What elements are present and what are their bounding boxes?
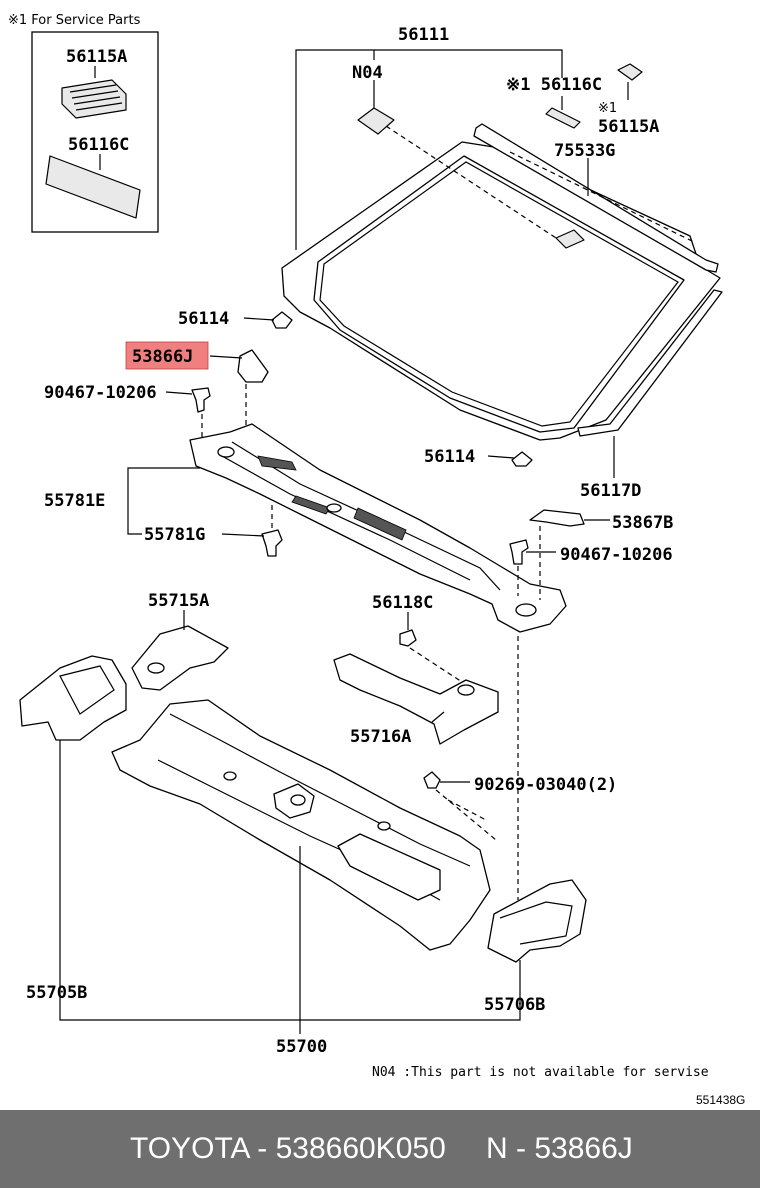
- reinforcement-55716A: [333, 653, 499, 745]
- bracket-55706B: [487, 879, 587, 963]
- clip-56114-lower: [511, 451, 533, 467]
- dash-panel-55700: [111, 699, 491, 951]
- availability-note: N04 :This part is not available for serv…: [372, 1065, 709, 1080]
- footer-bar: TOYOTA - 538660K050 N - 53866J: [0, 1110, 760, 1188]
- label-56115A: 56115A: [598, 117, 659, 137]
- label-56116C: ※1 56116C: [506, 75, 602, 95]
- label-55705B: 55705B: [26, 983, 87, 1003]
- label-56115A-mark: ※1: [598, 101, 617, 116]
- bracket-53866J: [237, 349, 269, 383]
- nut-56118C: [399, 629, 417, 647]
- label-75533G: 75533G: [554, 141, 615, 161]
- diagram-code: 551438G: [696, 1093, 745, 1107]
- inset-label-56116C: 56116C: [68, 135, 129, 155]
- bracket-55715A: [131, 625, 229, 691]
- label-55706B: 55706B: [484, 995, 545, 1015]
- label-55781G: 55781G: [144, 525, 205, 545]
- label-N04: N04: [352, 63, 383, 83]
- highlight-53866J: [125, 341, 209, 370]
- part-53867B: [529, 509, 585, 527]
- clip-90467-left: [191, 387, 211, 413]
- part-N04: [357, 107, 395, 135]
- clip-55781G: [261, 529, 283, 557]
- windshield-glass: [281, 125, 721, 441]
- cowl-panel-55781E: [189, 423, 567, 633]
- label-55781E: 55781E: [44, 491, 105, 511]
- clip-56114-upper: [271, 311, 293, 329]
- bracket-55705B: [19, 655, 127, 741]
- label-56111: 56111: [398, 25, 449, 45]
- parts-diagram: ※1 For Service Parts 56115A 56116C: [8, 13, 745, 1107]
- clip-90467-right: [509, 539, 529, 565]
- part-56115A-inset: [61, 79, 127, 119]
- moulding-75533G: [473, 123, 719, 273]
- part-56116C-inset: [45, 155, 141, 219]
- footer-reference: N - 53866J: [486, 1132, 633, 1165]
- service-parts-note: ※1 For Service Parts: [8, 13, 141, 28]
- label-90467-10206-a: 90467-10206: [44, 383, 157, 403]
- part-56115A: [617, 63, 643, 81]
- label-90467-10206-b: 90467-10206: [560, 545, 673, 565]
- part-56116C: [545, 107, 581, 129]
- label-53866J: 53866J: [132, 347, 193, 367]
- leader-lines: [59, 49, 629, 1034]
- glass-mark: [555, 229, 585, 249]
- moulding-56117D: [577, 289, 723, 437]
- inset-frame: [31, 31, 159, 233]
- footer-brand-part-number: TOYOTA - 538660K050: [130, 1132, 446, 1165]
- label-56114-a: 56114: [178, 309, 229, 329]
- label-55715A: 55715A: [148, 591, 209, 611]
- label-56114-b: 56114: [424, 447, 475, 467]
- inset-label-56115A: 56115A: [66, 47, 127, 67]
- label-56117D: 56117D: [580, 481, 641, 501]
- label-53867B: 53867B: [612, 513, 673, 533]
- service-parts-inset: ※1 For Service Parts 56115A 56116C: [8, 13, 159, 233]
- label-55716A: 55716A: [350, 727, 411, 747]
- label-90269-03040: 90269-03040(2): [474, 775, 617, 795]
- label-56118C: 56118C: [372, 593, 433, 613]
- bolt-90269: [423, 771, 441, 789]
- label-55700: 55700: [276, 1037, 327, 1057]
- part-labels: 56111 N04 ※1 56116C ※1 56115A 75533G 561…: [26, 25, 673, 1057]
